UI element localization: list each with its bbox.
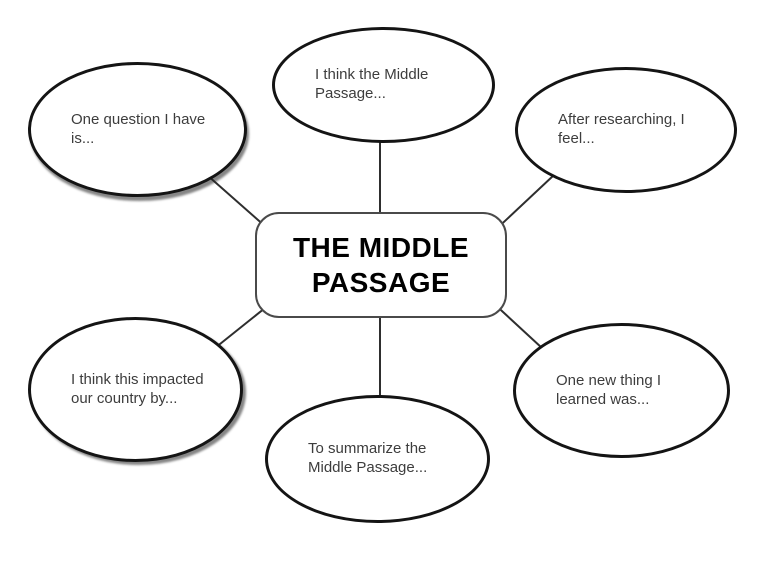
center-topic-box: THE MIDDLE PASSAGE — [255, 212, 507, 318]
node-ellipse-i-think: I think the Middle Passage... — [272, 27, 495, 143]
node-ellipse-after-researching: After researching, I feel... — [515, 67, 737, 193]
node-label: I think the Middle Passage... — [315, 66, 429, 102]
node-label: To summarize the Middle Passage... — [308, 440, 428, 476]
node-ellipse-summarize: To summarize the Middle Passage... — [265, 395, 490, 523]
center-topic-title: THE MIDDLE PASSAGE — [292, 232, 470, 298]
node-label: After researching, I feel... — [558, 111, 685, 147]
node-label: I think this impacted our country by... — [71, 370, 204, 407]
node-label: One question I have is... — [71, 110, 206, 147]
node-ellipse-question: One question I have is... — [28, 62, 247, 197]
node-ellipse-impacted-country: I think this impacted our country by... — [28, 317, 243, 462]
node-label: One new thing I learned was... — [556, 371, 662, 408]
node-ellipse-new-thing-learned: One new thing I learned was... — [513, 323, 730, 458]
